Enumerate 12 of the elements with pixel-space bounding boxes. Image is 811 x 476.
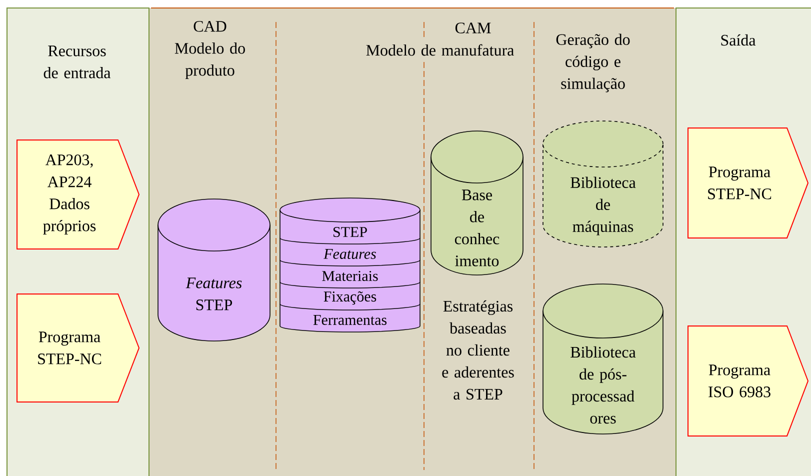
stacked-cylinder: STEP Features Materiais Fixações Ferramentas	[280, 198, 420, 332]
heading: Geração do código e simulação	[556, 34, 630, 92]
heading: Saída	[721, 34, 756, 46]
cylinder: Base de conhec imento	[430, 130, 524, 276]
heading: CAM	[455, 22, 491, 34]
note-text: Estratégias baseadas no cliente e aderentes a STEP	[442, 300, 514, 400]
heading: Modelo de manufatura	[366, 44, 514, 56]
heading: CAD Modelo do produto	[174, 21, 245, 79]
cylinder: Biblioteca de máquinas	[542, 120, 664, 248]
cylinder: Biblioteca de pós- processad ores	[542, 284, 664, 434]
heading: Recursos de entrada	[44, 46, 111, 78]
cylinder: Features STEP	[158, 198, 270, 342]
